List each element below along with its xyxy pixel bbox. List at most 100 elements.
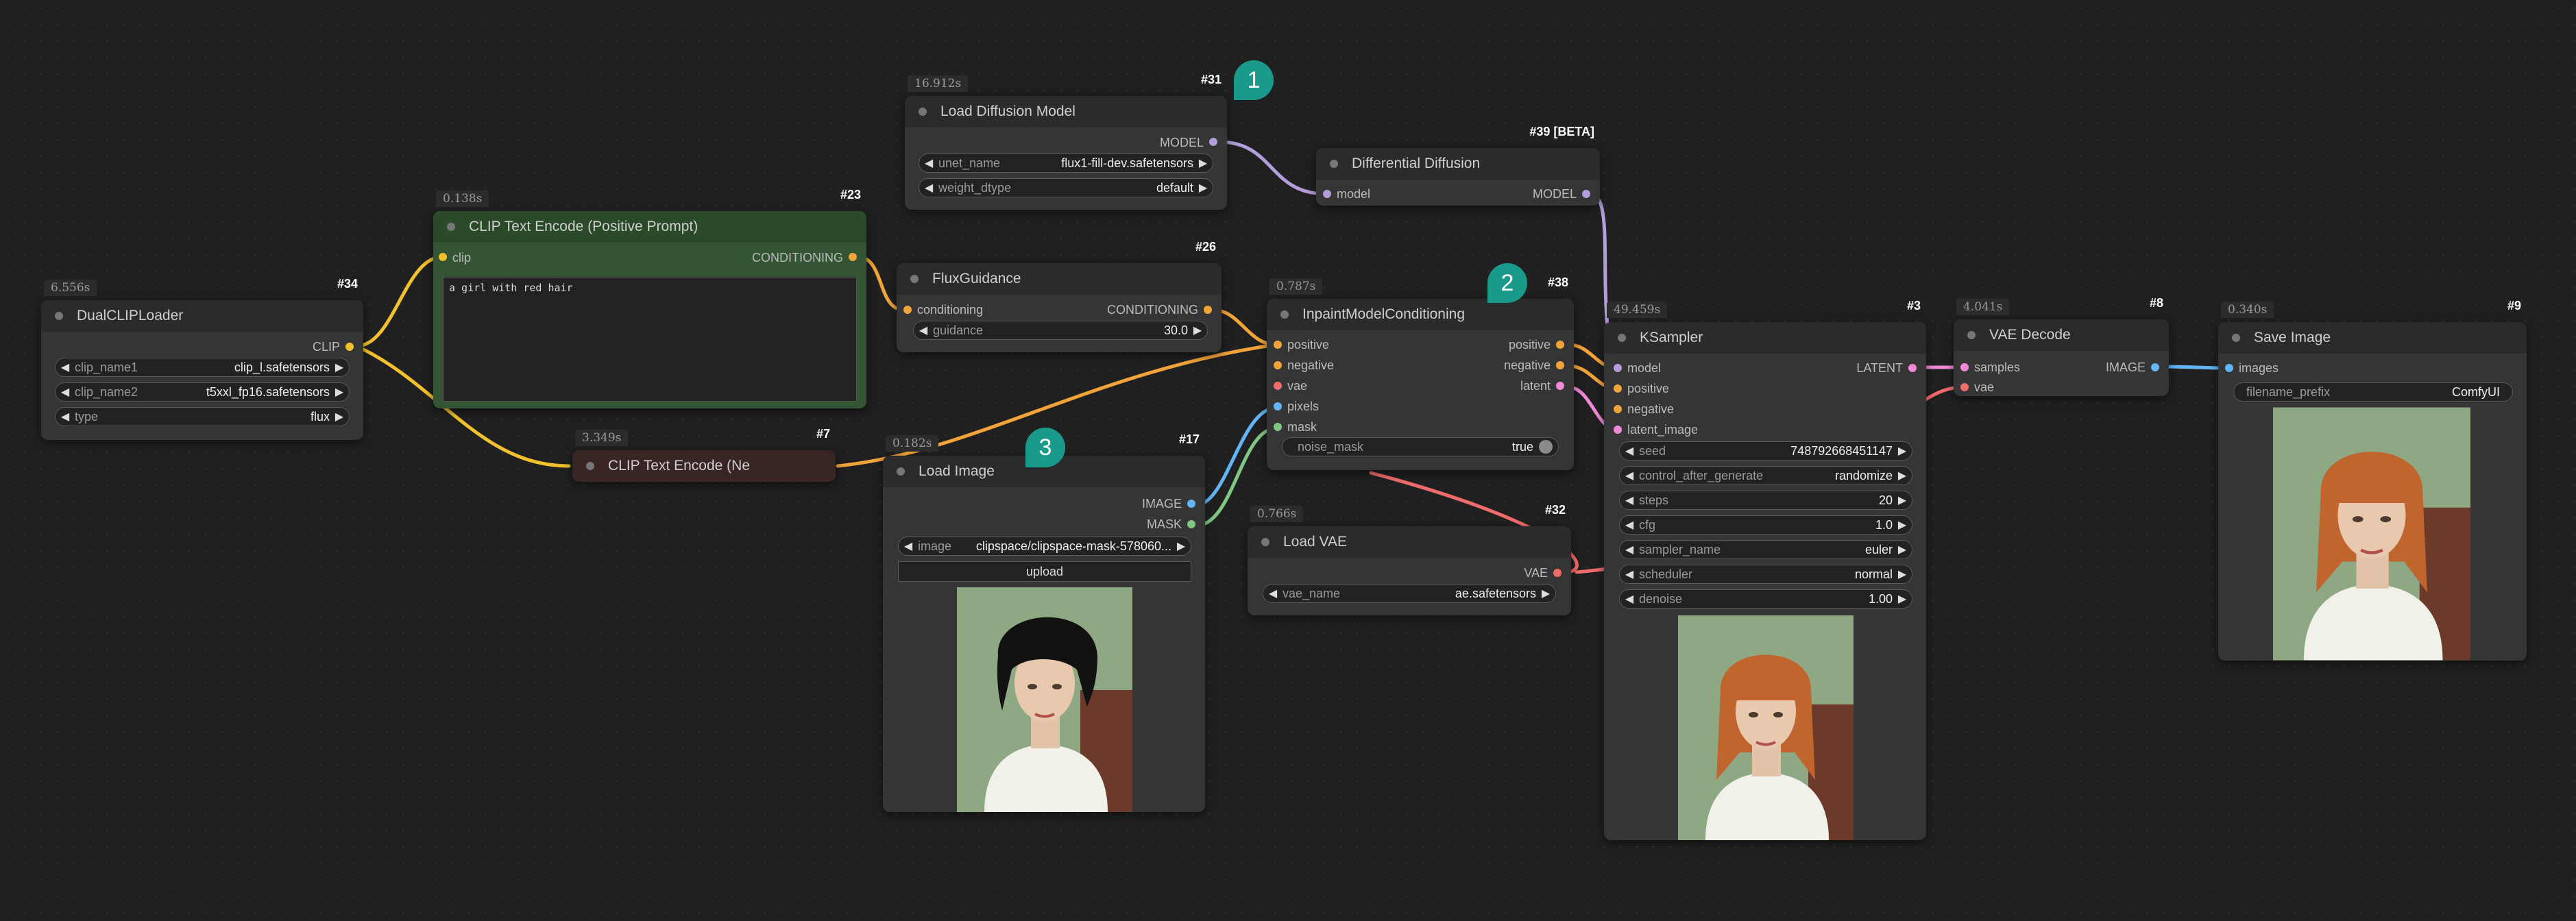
output-positive[interactable]: positive — [1508, 338, 1551, 352]
input-model-dot[interactable] — [1323, 190, 1331, 198]
collapse-dot[interactable] — [1330, 160, 1338, 168]
output-vae-dot[interactable] — [1553, 569, 1562, 577]
input-positive[interactable]: positive — [1627, 382, 1670, 395]
prev-arrow-icon[interactable]: ◀ — [903, 541, 913, 552]
node-title-bar[interactable]: Save Image — [2218, 322, 2527, 354]
output-conditioning-dot[interactable] — [849, 253, 857, 261]
input-positive-dot[interactable] — [1614, 384, 1622, 393]
upload-button[interactable]: upload — [898, 561, 1191, 582]
input-conditioning-dot[interactable] — [903, 306, 912, 314]
increment-arrow-icon[interactable]: ▶ — [1897, 519, 1907, 531]
node-title-bar[interactable]: InpaintModelConditioning — [1267, 299, 1574, 330]
node-load-diffusion-model[interactable]: 16.912s #31 Load Diffusion Model MODEL ◀… — [905, 73, 1227, 210]
step-marker-1[interactable]: 1 — [1234, 60, 1274, 100]
input-conditioning[interactable]: conditioning — [917, 303, 984, 317]
next-arrow-icon[interactable]: ▶ — [335, 411, 344, 423]
node-title-bar[interactable]: DualCLIPLoader — [41, 300, 363, 332]
input-positive-dot[interactable] — [1274, 341, 1282, 349]
output-vae[interactable]: VAE — [1524, 566, 1548, 580]
output-model-dot[interactable] — [1209, 138, 1217, 146]
output-model[interactable]: MODEL — [1159, 136, 1204, 149]
prev-arrow-icon[interactable]: ◀ — [1625, 569, 1634, 580]
collapse-dot[interactable] — [910, 275, 919, 283]
output-latent-dot[interactable] — [1908, 364, 1917, 372]
collapse-dot[interactable] — [919, 108, 927, 116]
next-arrow-icon[interactable]: ▶ — [1897, 569, 1907, 580]
prev-arrow-icon[interactable]: ◀ — [60, 411, 70, 423]
collapse-dot[interactable] — [897, 467, 905, 476]
collapse-dot[interactable] — [586, 462, 594, 470]
increment-arrow-icon[interactable]: ▶ — [1897, 593, 1907, 605]
node-title-bar[interactable]: Load Diffusion Model — [905, 96, 1227, 127]
input-positive[interactable]: positive — [1287, 338, 1330, 352]
input-clip-dot[interactable] — [439, 253, 447, 261]
node-vae-decode[interactable]: 4.041s #8 VAE Decode samples vae IMAGE — [1954, 296, 2169, 396]
input-negative[interactable]: negative — [1287, 358, 1335, 372]
input-negative-dot[interactable] — [1614, 405, 1622, 413]
output-image[interactable]: IMAGE — [1141, 497, 1182, 511]
input-vae-dot[interactable] — [1274, 382, 1282, 390]
input-samples-dot[interactable] — [1960, 363, 1969, 371]
next-arrow-icon[interactable]: ▶ — [335, 386, 344, 398]
step-marker-2[interactable]: 2 — [1487, 263, 1527, 303]
prev-arrow-icon[interactable]: ◀ — [1268, 588, 1278, 600]
input-pixels[interactable]: pixels — [1287, 400, 1320, 413]
node-title-bar[interactable]: Load VAE — [1248, 526, 1571, 558]
collapse-dot[interactable] — [1967, 331, 1976, 339]
input-negative[interactable]: negative — [1627, 402, 1675, 416]
node-title-bar[interactable]: CLIP Text Encode (Positive Prompt) — [433, 211, 866, 243]
input-mask-dot[interactable] — [1274, 423, 1282, 431]
output-clip[interactable]: CLIP — [312, 340, 340, 354]
output-conditioning[interactable]: CONDITIONING — [752, 251, 843, 265]
next-arrow-icon[interactable]: ▶ — [1198, 158, 1208, 169]
increment-arrow-icon[interactable]: ▶ — [1897, 445, 1907, 457]
input-vae[interactable]: vae — [1974, 380, 1995, 394]
output-latent[interactable]: latent — [1520, 379, 1551, 393]
output-negative[interactable]: negative — [1503, 358, 1551, 372]
node-save-image[interactable]: 0.340s #9 Save Image images filename_pre… — [2218, 299, 2527, 661]
decrement-arrow-icon[interactable]: ◀ — [1625, 495, 1634, 506]
output-model-dot[interactable] — [1582, 190, 1590, 198]
node-title-bar[interactable]: CLIP Text Encode (Ne — [572, 450, 836, 482]
prev-arrow-icon[interactable]: ◀ — [1625, 470, 1634, 482]
output-image[interactable]: IMAGE — [2105, 360, 2146, 374]
input-vae-dot[interactable] — [1960, 383, 1969, 391]
prev-arrow-icon[interactable]: ◀ — [924, 182, 934, 194]
input-images[interactable]: images — [2239, 361, 2279, 375]
collapse-dot[interactable] — [55, 312, 63, 320]
output-image-dot[interactable] — [1187, 500, 1195, 508]
output-clip-dot[interactable] — [345, 343, 354, 351]
collapse-dot[interactable] — [1261, 538, 1269, 546]
input-mask[interactable]: mask — [1287, 420, 1317, 434]
node-differential-diffusion[interactable]: #39 [BETA] Differential Diffusion model … — [1316, 125, 1600, 206]
input-pixels-dot[interactable] — [1274, 402, 1282, 410]
output-conditioning[interactable]: CONDITIONING — [1107, 303, 1198, 317]
decrement-arrow-icon[interactable]: ◀ — [1625, 445, 1634, 457]
output-latent[interactable]: LATENT — [1856, 361, 1903, 375]
input-clip[interactable]: clip — [452, 251, 472, 265]
increment-arrow-icon[interactable]: ▶ — [1193, 325, 1202, 336]
decrement-arrow-icon[interactable]: ◀ — [1625, 593, 1634, 605]
collapse-dot[interactable] — [1280, 310, 1289, 319]
node-title-bar[interactable]: FluxGuidance — [897, 263, 1222, 295]
output-conditioning-dot[interactable] — [1204, 306, 1212, 314]
output-negative-dot[interactable] — [1556, 361, 1564, 369]
next-arrow-icon[interactable]: ▶ — [1897, 544, 1907, 556]
input-samples[interactable]: samples — [1974, 360, 2021, 374]
prev-arrow-icon[interactable]: ◀ — [924, 158, 934, 169]
collapse-dot[interactable] — [2232, 334, 2240, 342]
prev-arrow-icon[interactable]: ◀ — [1625, 544, 1634, 556]
output-mask[interactable]: MASK — [1146, 517, 1182, 531]
input-model[interactable]: model — [1337, 187, 1371, 201]
step-marker-3[interactable]: 3 — [1025, 428, 1065, 467]
